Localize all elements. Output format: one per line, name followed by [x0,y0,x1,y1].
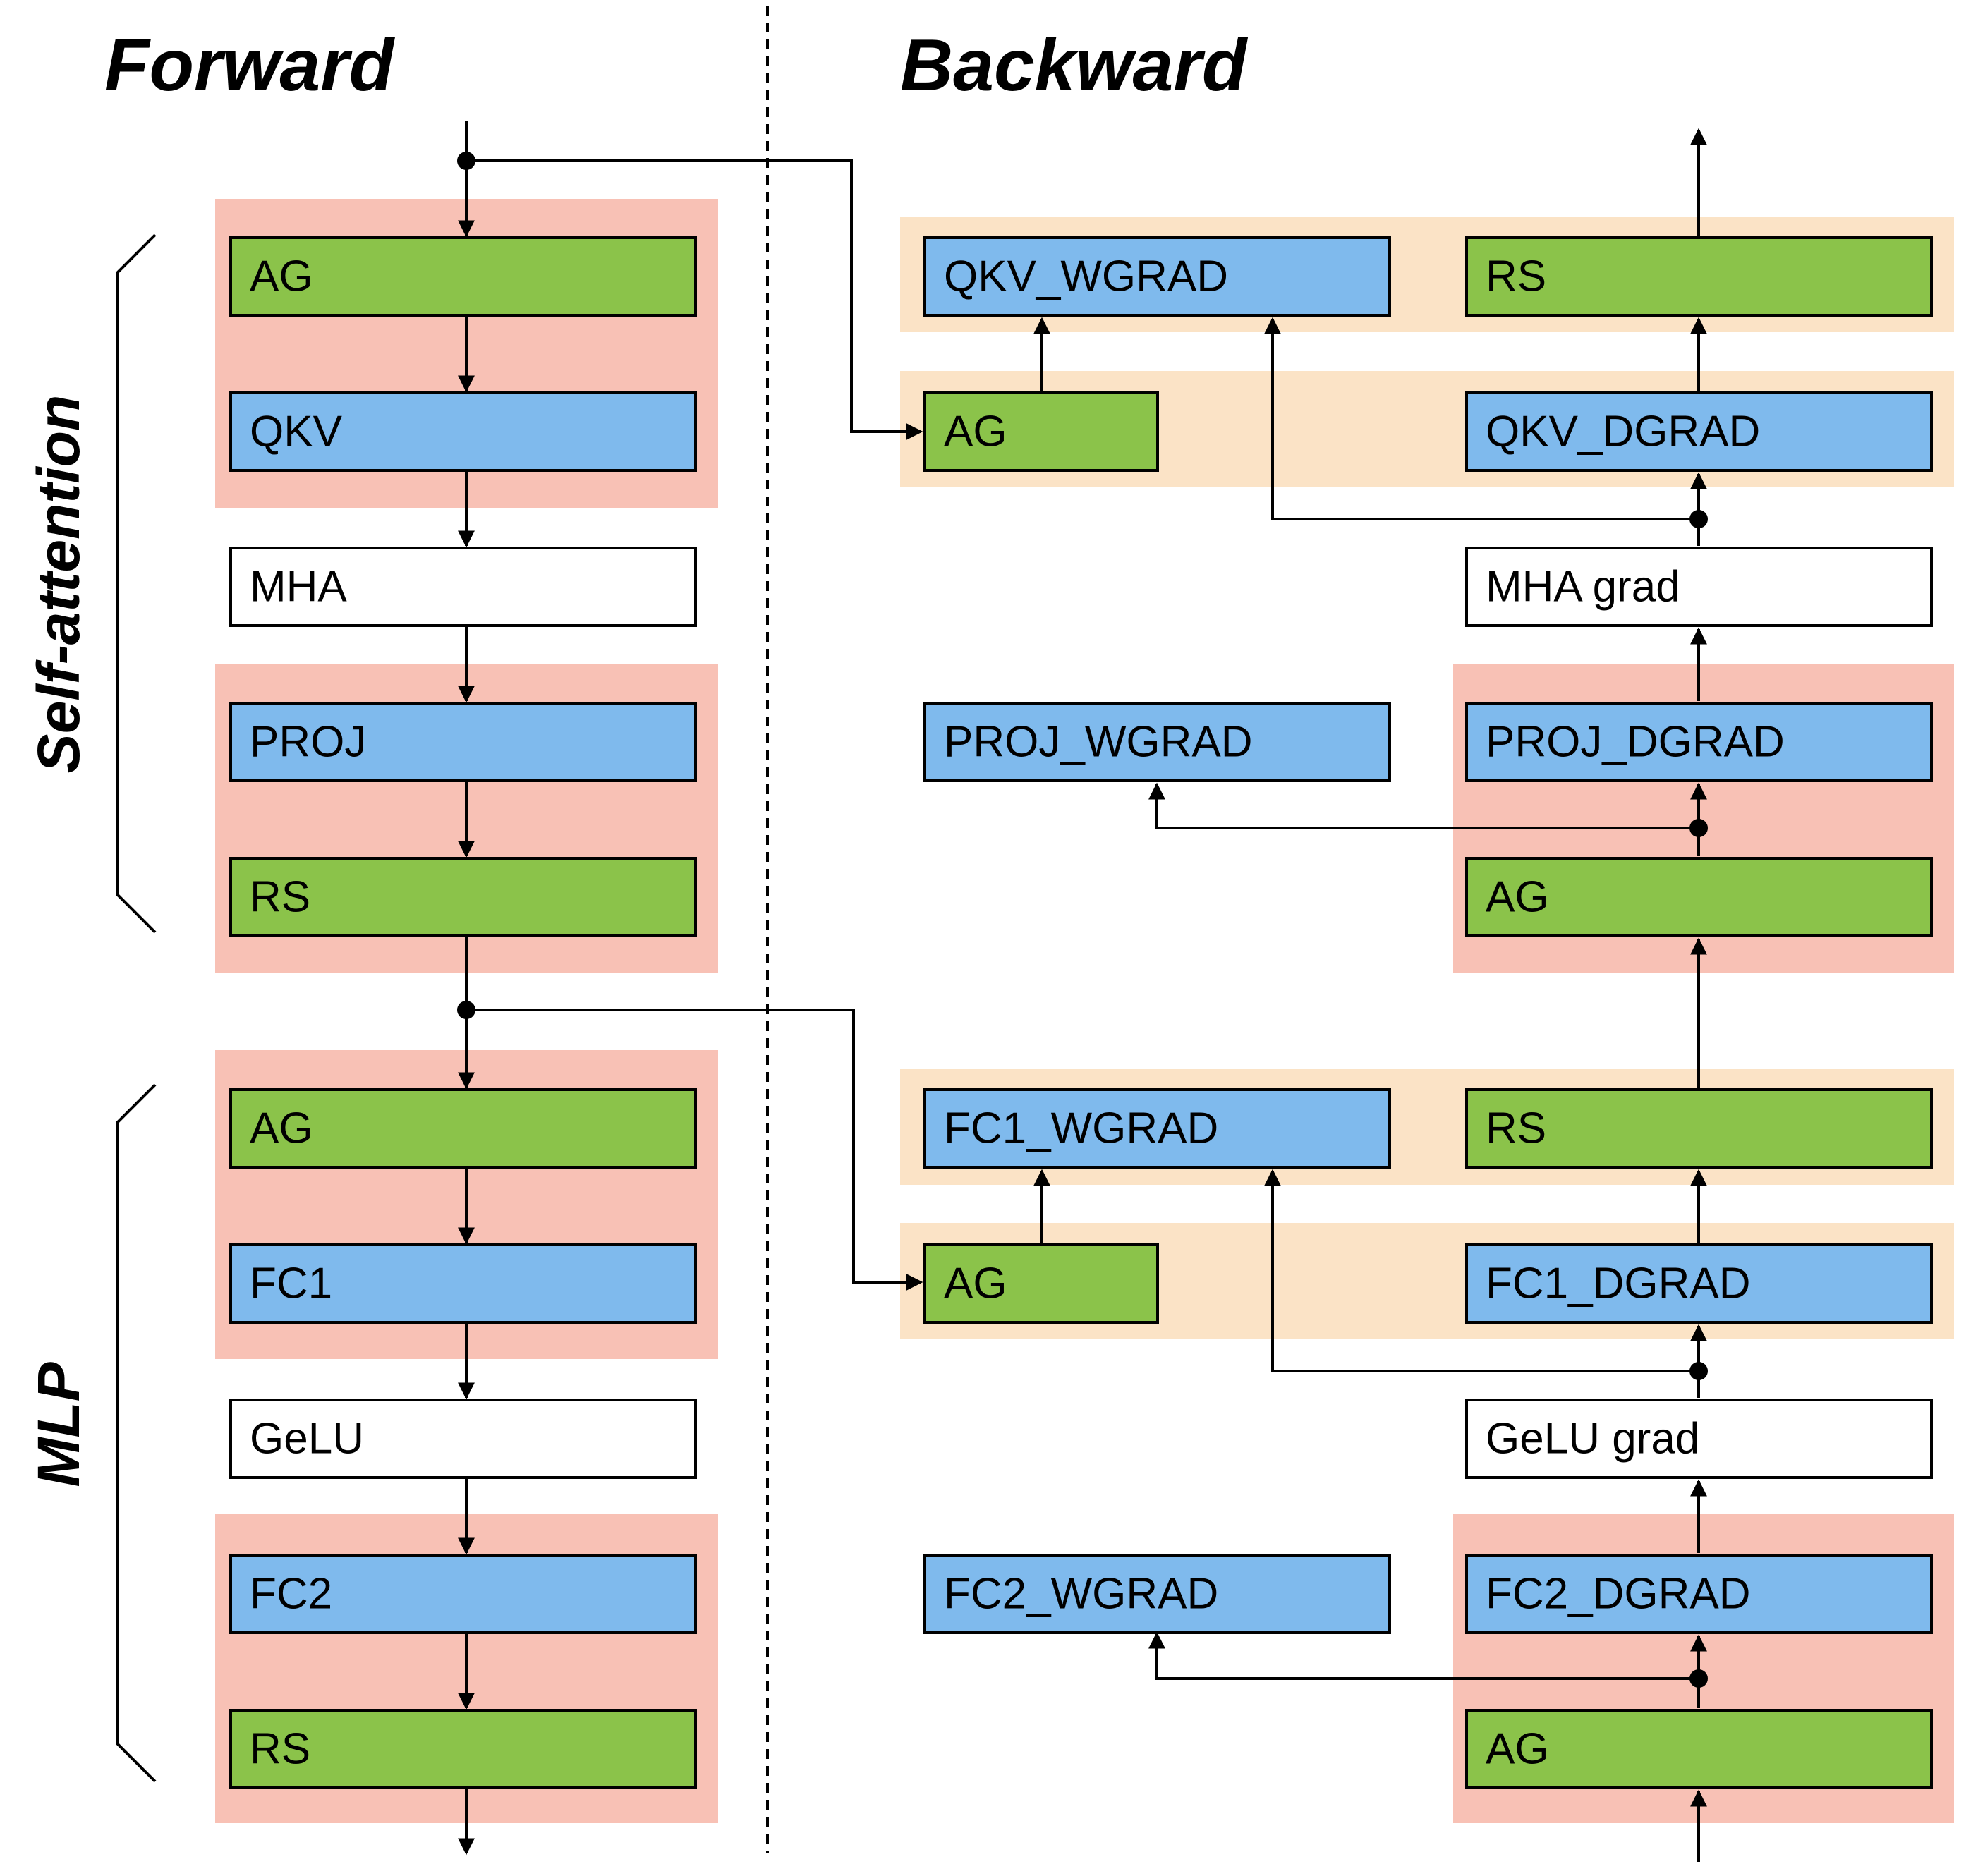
bwd-mha-grad-label: MHA grad [1486,563,1680,611]
bwd-sa-ag2-label: AG [1486,873,1549,922]
bwd-mha-grad-box: MHA grad [1465,547,1933,627]
mlp-label: MLP [25,1361,92,1487]
bwd-fc1-dgrad-box: FC1_DGRAD [1465,1243,1933,1324]
bwd-proj-dgrad-label: PROJ_DGRAD [1486,718,1785,767]
bwd-gelu-grad-box: GeLU grad [1465,1399,1933,1479]
bwd-qkv-dgrad-label: QKV_DGRAD [1486,408,1760,456]
fwd-proj-box: PROJ [229,702,697,782]
bwd-fc2-wgrad-box: FC2_WGRAD [923,1554,1391,1634]
fwd-fc1-label: FC1 [250,1260,332,1308]
bwd-sa-rs-box: RS [1465,236,1933,317]
fwd-gelu-box: GeLU [229,1399,697,1479]
bwd-mlp-ag-label: AG [944,1260,1007,1308]
bwd-mlp-rs-box: RS [1465,1088,1933,1169]
bwd-mlp-rs-label: RS [1486,1104,1546,1153]
bwd-ag-to-fc2-wgrad-connector [1148,1631,1699,1680]
fwd-mlp-rs-box: RS [229,1709,697,1789]
bwd-gelu-grad-label: GeLU grad [1486,1415,1699,1463]
fwd-fc2-label: FC2 [250,1570,332,1619]
bwd-mlp-ag2-label: AG [1486,1725,1549,1774]
fwd-mlp-ag-label: AG [250,1104,313,1153]
bwd-proj-wgrad-label: PROJ_WGRAD [944,718,1252,767]
forward-title: Forward [104,25,396,106]
bwd-gelu-grad-branch-dot [1689,1362,1708,1380]
bwd-sa-ag2-box: AG [1465,857,1933,937]
mlp-input-to-bwd-ag-connector [466,1009,923,1291]
self-attention-bracket [116,233,157,934]
bwd-sa-ag-branch-dot [1689,819,1708,837]
fwd-sa-branch-dot [457,152,475,170]
fwd-mlp-rs-label: RS [250,1725,310,1774]
fwd-qkv-box: QKV [229,391,697,472]
bwd-fc2-wgrad-label: FC2_WGRAD [944,1570,1218,1619]
bwd-gelu-grad-to-fc1-wgrad-connector [1264,1169,1699,1372]
backward-title: Backward [900,25,1249,106]
self-attention-label: Self-attention [25,395,92,774]
bwd-fc1-dgrad-label: FC1_DGRAD [1486,1260,1751,1308]
fwd-gelu-label: GeLU [250,1415,364,1463]
bwd-qkv-wgrad-box: QKV_WGRAD [923,236,1391,317]
sa-input-to-bwd-ag-connector [466,159,923,440]
bwd-proj-dgrad-box: PROJ_DGRAD [1465,702,1933,782]
fwd-proj-label: PROJ [250,718,366,767]
fwd-ag-label: AG [250,252,313,301]
fwd-mlp-ag-box: AG [229,1088,697,1169]
fwd-fc2-box: FC2 [229,1554,697,1634]
fwd-mha-box: MHA [229,547,697,627]
fwd-qkv-label: QKV [250,408,343,456]
bwd-proj-wgrad-box: PROJ_WGRAD [923,702,1391,782]
bwd-sa-ag-label: AG [944,408,1007,456]
fwd-mha-label: MHA [250,563,347,611]
bwd-mha-grad-branch-dot [1689,510,1708,528]
bwd-qkv-dgrad-box: QKV_DGRAD [1465,391,1933,472]
bwd-fc1-wgrad-label: FC1_WGRAD [944,1104,1218,1153]
bwd-fc2-dgrad-label: FC2_DGRAD [1486,1570,1751,1619]
bwd-sa-ag-box: AG [923,391,1159,472]
fwd-mlp-branch-dot [457,1001,475,1019]
bwd-mlp-ag2-box: AG [1465,1709,1933,1789]
bwd-ag-to-proj-wgrad-connector [1148,782,1699,829]
bwd-fc1-wgrad-box: FC1_WGRAD [923,1088,1391,1169]
fwd-sa-rs-box: RS [229,857,697,937]
mlp-bracket [116,1083,157,1783]
bwd-qkv-wgrad-label: QKV_WGRAD [944,252,1228,301]
fwd-ag-box: AG [229,236,697,317]
bwd-mlp-ag-branch-dot [1689,1669,1708,1688]
bwd-mlp-ag-box: AG [923,1243,1159,1324]
bwd-mha-grad-to-qkv-wgrad-connector [1264,317,1699,520]
fwd-sa-rs-label: RS [250,873,310,922]
bwd-fc2-dgrad-box: FC2_DGRAD [1465,1554,1933,1634]
bwd-sa-rs-label: RS [1486,252,1546,301]
fwd-fc1-box: FC1 [229,1243,697,1324]
